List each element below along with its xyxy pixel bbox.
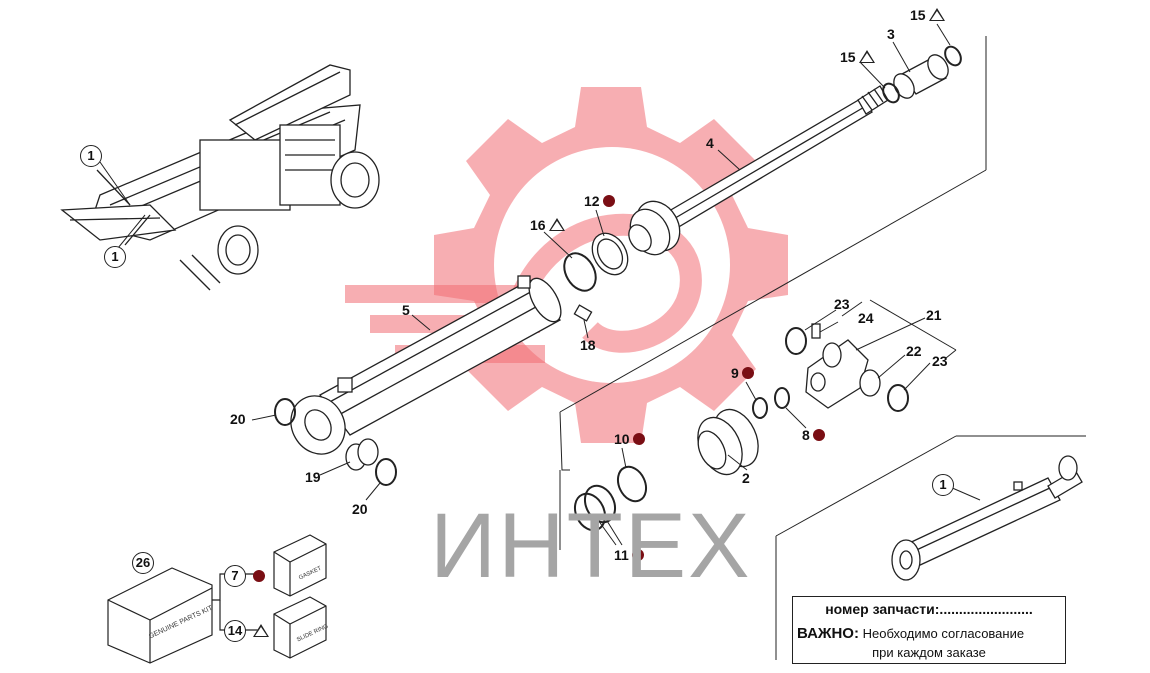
fitting-18 <box>573 304 593 322</box>
brand-watermark: ИНТЕХ <box>430 495 752 597</box>
dot-icon <box>812 429 825 441</box>
important-text: Необходимо согласование <box>862 626 1025 641</box>
seal-ring-8 <box>774 387 790 409</box>
seal-ring-12 <box>591 232 629 276</box>
ring-15 <box>882 45 962 104</box>
seal-ring-11 <box>573 484 617 532</box>
piston-2 <box>697 408 759 476</box>
guide-bush-3 <box>893 54 949 99</box>
triangle-icon <box>548 218 565 231</box>
dot-icon <box>632 433 645 445</box>
triangle-icon <box>253 624 269 637</box>
part-number-label: номер запчасти:........................ <box>825 601 1033 617</box>
label-20-bottom: 20 <box>352 501 368 517</box>
label-4: 4 <box>706 135 714 151</box>
label-23-top: 23 <box>834 296 850 312</box>
callout-1-machine-bottom: 1 <box>104 246 126 268</box>
grease-nipple-24 <box>811 323 821 339</box>
seal-ring-16 <box>563 252 597 292</box>
frame-lines <box>559 36 1086 660</box>
callout-1-machine-top: 1 <box>80 145 102 167</box>
label-11: 11 <box>614 548 644 562</box>
label-23-bottom: 23 <box>932 353 948 369</box>
important-note: ВАЖНО: Необходимо согласование <box>797 625 1065 642</box>
label-18: 18 <box>580 337 596 353</box>
reach-stacker-machine <box>60 64 380 291</box>
cylinder-barrel <box>290 275 562 455</box>
important-label: ВАЖНО: <box>797 625 859 642</box>
seal-ring-10 <box>616 465 648 503</box>
dot-icon <box>253 570 265 582</box>
bush-22 <box>859 369 881 397</box>
callout-1-assembled: 1 <box>932 474 954 496</box>
kit-boxes <box>107 534 327 664</box>
cylinder-rod <box>639 85 889 245</box>
label-21: 21 <box>926 307 942 323</box>
label-15-top: 15 <box>910 8 945 22</box>
label-8: 8 <box>802 428 825 442</box>
info-box: номер запчасти:........................ … <box>792 596 1066 664</box>
seal-ring-9 <box>752 397 768 419</box>
bracket-lines <box>841 299 957 359</box>
gear-logo-swirl <box>509 213 702 353</box>
label-15-mid: 15 <box>840 50 875 64</box>
label-22: 22 <box>906 343 922 359</box>
piston-head <box>628 200 681 256</box>
label-2: 2 <box>742 470 750 486</box>
callout-26: 26 <box>132 552 154 574</box>
label-9: 9 <box>731 366 754 380</box>
callout-7: 7 <box>224 565 246 587</box>
rod-eye-block <box>805 339 869 409</box>
dot-icon <box>602 195 615 207</box>
label-20-left: 20 <box>230 411 246 427</box>
dot-icon <box>741 367 754 379</box>
ring-20 <box>274 398 397 486</box>
dot-icon <box>631 549 644 561</box>
label-24: 24 <box>858 310 874 326</box>
label-12: 12 <box>584 194 615 208</box>
triangle-icon <box>858 50 875 63</box>
important-text-line2: при каждом заказе <box>872 645 986 660</box>
label-10: 10 <box>614 432 645 446</box>
ring-23 <box>785 327 909 412</box>
label-3: 3 <box>887 26 895 42</box>
bush-19 <box>345 438 379 471</box>
leader-lines <box>99 23 981 546</box>
assembled-cylinder <box>891 455 1083 581</box>
callout-14: 14 <box>224 620 246 642</box>
triangle-icon <box>928 8 945 21</box>
label-5: 5 <box>402 302 410 318</box>
label-16: 16 <box>530 218 565 232</box>
label-19: 19 <box>305 469 321 485</box>
